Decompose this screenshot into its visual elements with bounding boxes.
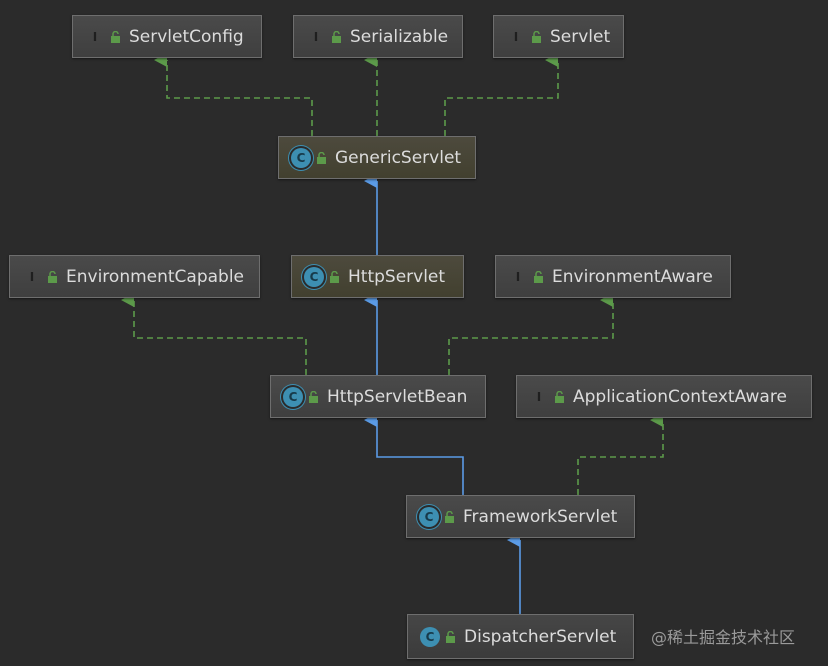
abstract-class-icon: C (283, 386, 303, 407)
node-dispatcher-servlet[interactable]: C DispatcherServlet (407, 614, 634, 659)
node-label: HttpServlet (348, 266, 446, 287)
abstract-class-icon: C (304, 266, 324, 287)
lock-open-icon (534, 270, 543, 283)
node-servlet-config[interactable]: I ServletConfig (72, 15, 262, 58)
node-label: EnvironmentAware (552, 266, 713, 287)
node-servlet[interactable]: I Servlet (493, 15, 624, 58)
abstract-class-icon: C (419, 506, 439, 527)
node-application-context-aware[interactable]: I ApplicationContextAware (516, 375, 812, 418)
lock-open-icon (445, 510, 454, 523)
lock-open-icon (532, 30, 541, 43)
node-serializable[interactable]: I Serializable (293, 15, 463, 58)
node-label: GenericServlet (335, 147, 462, 168)
edge-implements-framework-servlet-to-application-context-aware (577, 413, 664, 495)
node-generic-servlet[interactable]: C GenericServlet (278, 136, 476, 179)
interface-icon: I (313, 29, 319, 44)
lock-open-icon (317, 151, 326, 164)
node-label: ApplicationContextAware (573, 386, 787, 407)
node-label: DispatcherServlet (464, 626, 617, 647)
node-label: HttpServletBean (327, 386, 468, 407)
edge-implements-generic-servlet-to-servlet-config (154, 53, 313, 136)
node-http-servlet[interactable]: C HttpServlet (291, 255, 464, 298)
lock-open-icon (332, 30, 341, 43)
lock-open-icon (111, 30, 120, 43)
watermark: @稀土掘金技术社区 (651, 628, 796, 647)
abstract-class-icon: C (291, 147, 311, 168)
node-label: Servlet (550, 26, 611, 47)
lock-open-icon (446, 630, 455, 643)
lock-open-icon (48, 270, 57, 283)
node-label: FrameworkServlet (463, 506, 618, 527)
interface-icon: I (513, 29, 519, 44)
node-environment-capable[interactable]: I EnvironmentCapable (9, 255, 260, 298)
interface-icon: I (515, 269, 521, 284)
edge-implements-generic-servlet-to-servlet (444, 53, 559, 136)
node-label: ServletConfig (129, 26, 244, 47)
interface-icon: I (92, 29, 98, 44)
edge-implements-http-servlet-bean-to-environment-aware (448, 293, 614, 375)
node-http-servlet-bean[interactable]: C HttpServletBean (270, 375, 486, 418)
lock-open-icon (555, 390, 564, 403)
interface-icon: I (536, 389, 542, 404)
interface-icon: I (29, 269, 35, 284)
node-label: Serializable (350, 26, 449, 47)
edge-extends-framework-servlet-to-http-servlet-bean (364, 413, 464, 495)
class-icon: C (420, 626, 440, 647)
lock-open-icon (309, 390, 318, 403)
node-framework-servlet[interactable]: C FrameworkServlet (406, 495, 635, 538)
lock-open-icon (330, 270, 339, 283)
edge-implements-http-servlet-bean-to-environment-capable (121, 293, 307, 375)
node-label: EnvironmentCapable (66, 266, 245, 287)
node-environment-aware[interactable]: I EnvironmentAware (495, 255, 731, 298)
